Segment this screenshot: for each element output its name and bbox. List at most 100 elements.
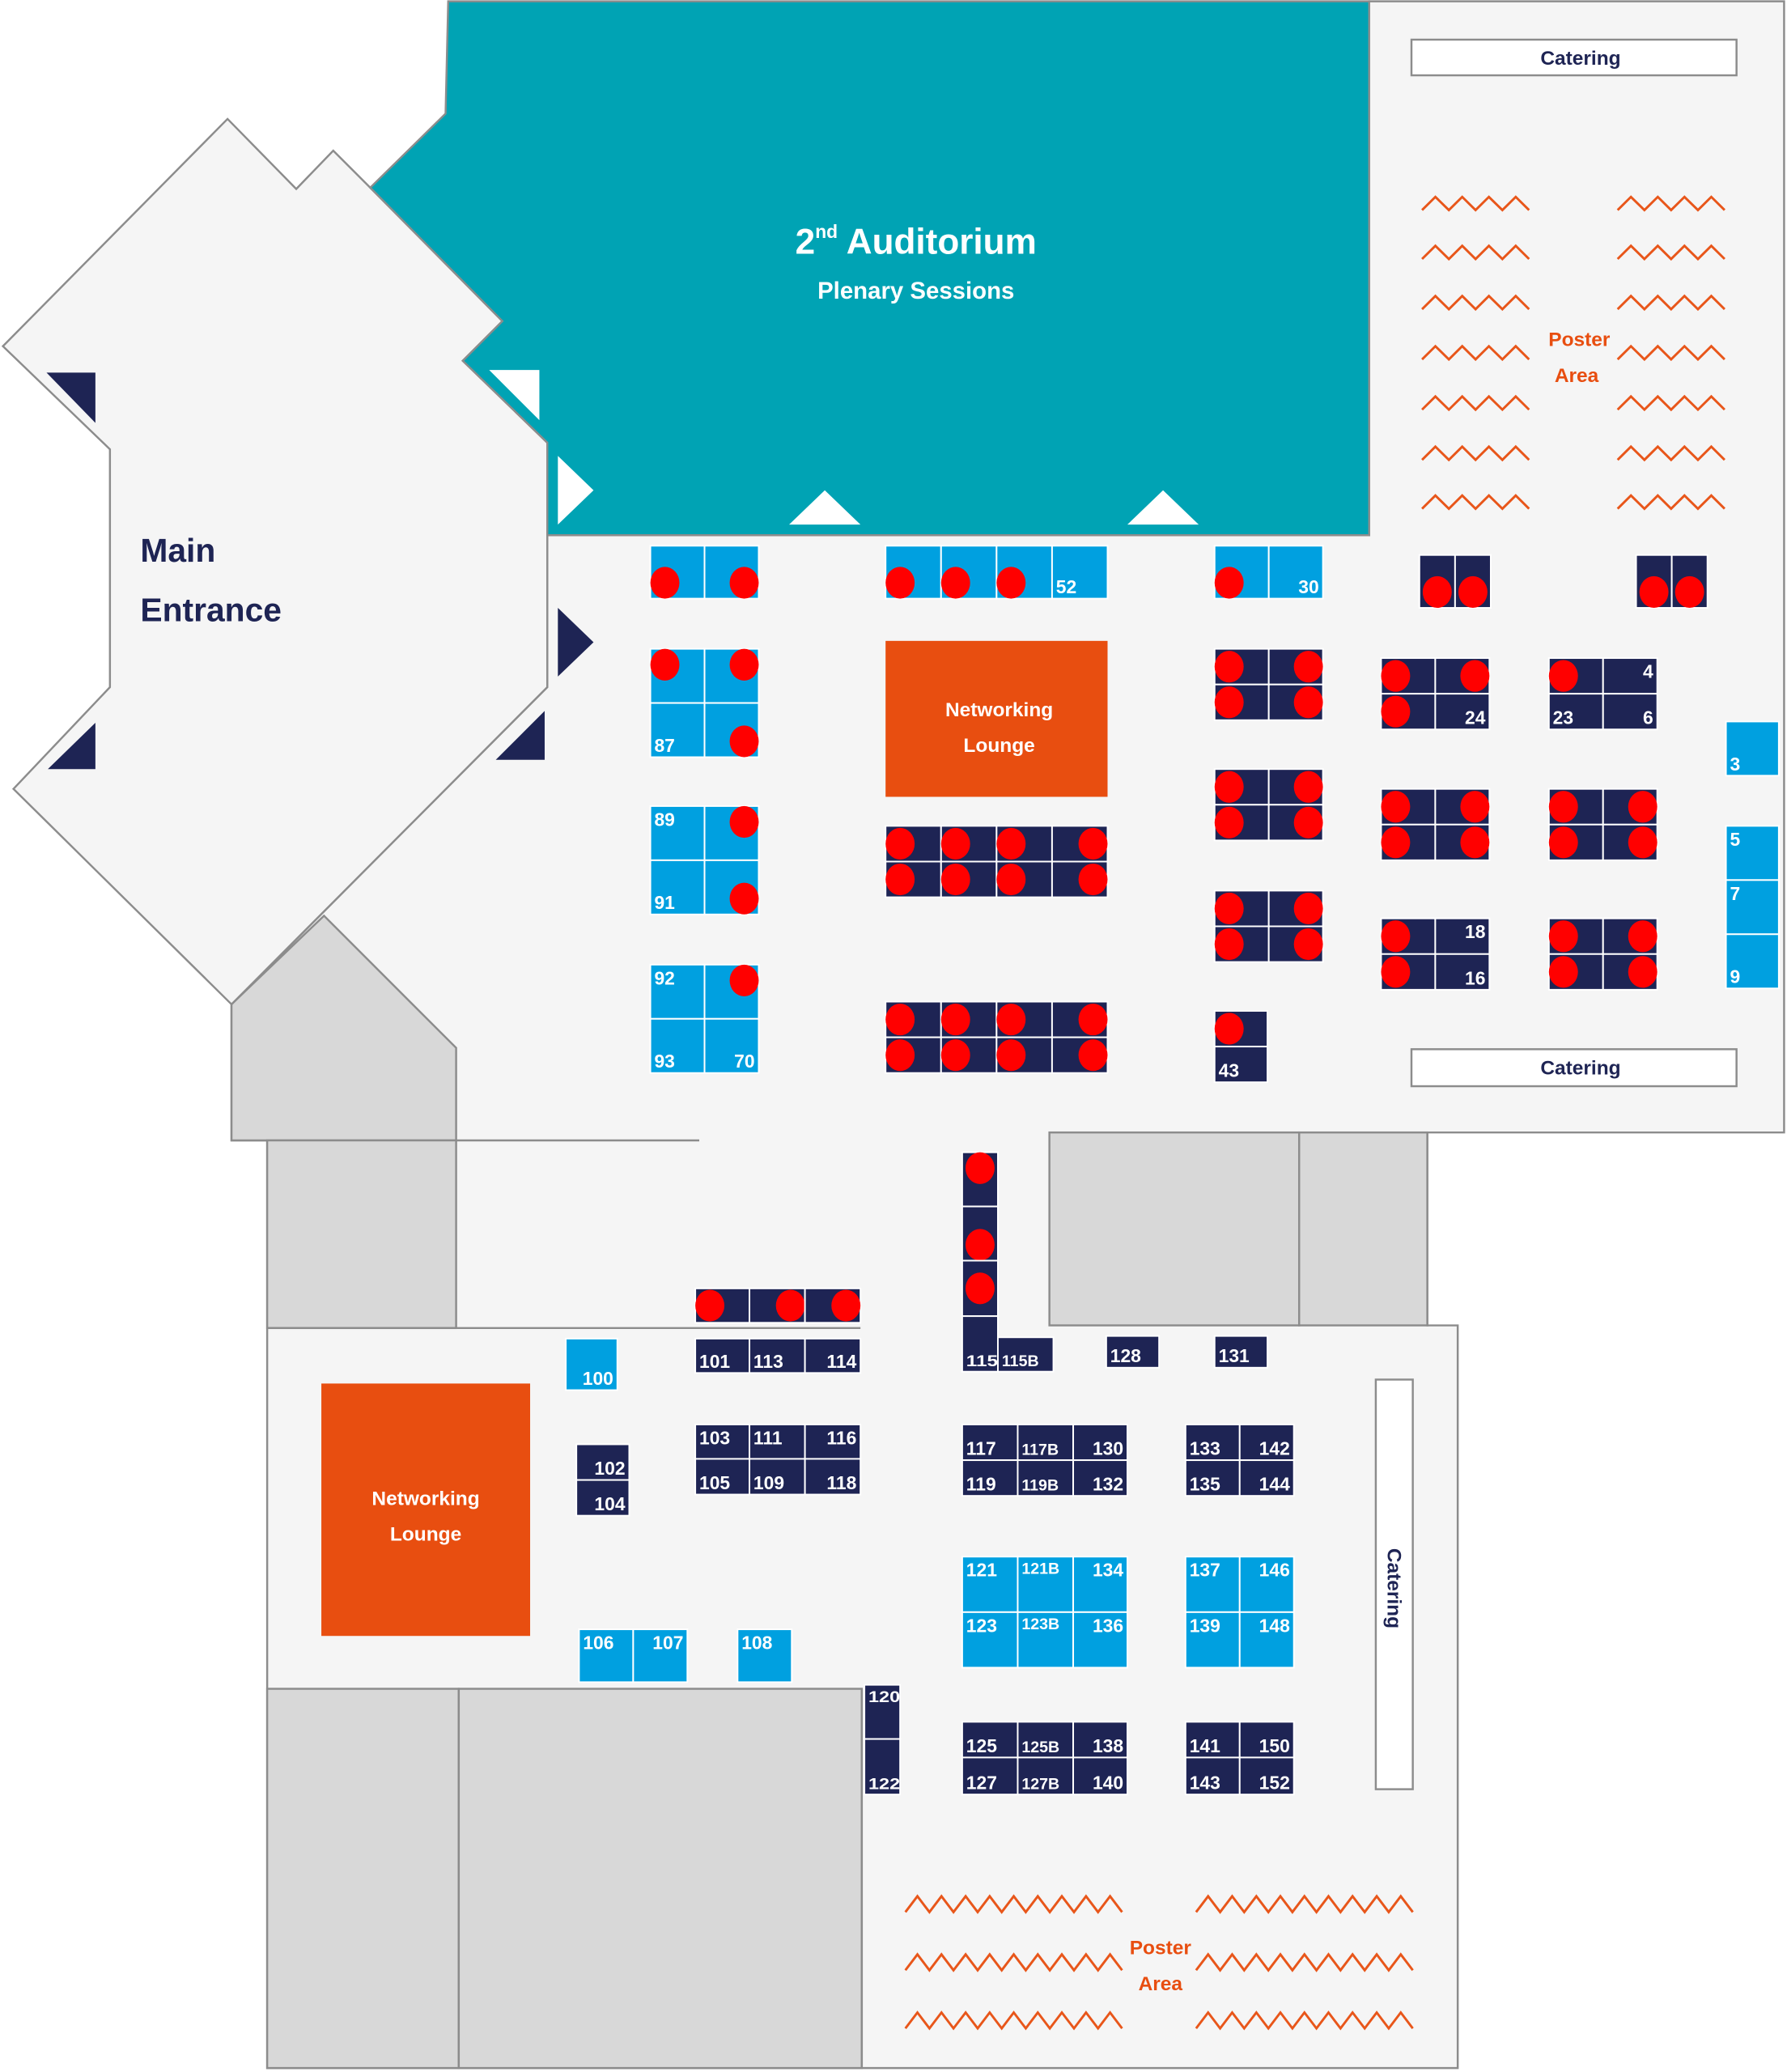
booth[interactable]: 108 bbox=[736, 1628, 793, 1684]
booth-cell[interactable] bbox=[961, 1459, 1019, 1497]
booth[interactable]: 103 bbox=[694, 1424, 751, 1460]
booth[interactable]: 114 bbox=[804, 1337, 862, 1374]
booth[interactable] bbox=[1434, 657, 1491, 695]
booth[interactable] bbox=[1418, 554, 1456, 609]
booth[interactable]: 100 bbox=[565, 1337, 618, 1391]
booth[interactable]: 111 bbox=[749, 1424, 806, 1460]
booth-cell[interactable] bbox=[632, 1628, 689, 1684]
booth-cell[interactable] bbox=[1725, 879, 1780, 936]
booth[interactable]: 105 bbox=[694, 1458, 751, 1496]
booth[interactable] bbox=[1213, 545, 1270, 600]
booth-cell[interactable] bbox=[1051, 545, 1109, 600]
booth[interactable]: 127 bbox=[961, 1756, 1019, 1796]
booth[interactable]: 133 bbox=[1184, 1424, 1241, 1462]
booth-cell[interactable] bbox=[804, 1337, 862, 1374]
booth[interactable] bbox=[1380, 917, 1437, 955]
booth[interactable] bbox=[940, 860, 998, 898]
booth[interactable] bbox=[961, 1259, 999, 1318]
booth[interactable]: 23 bbox=[1547, 693, 1604, 731]
booth[interactable]: 117 bbox=[961, 1424, 1019, 1462]
booth[interactable] bbox=[940, 1000, 998, 1038]
booth-cell[interactable] bbox=[1017, 1459, 1075, 1497]
booth[interactable] bbox=[1267, 683, 1324, 721]
booth-cell[interactable] bbox=[997, 1336, 1055, 1373]
booth[interactable] bbox=[1635, 554, 1673, 609]
booth-cell[interactable] bbox=[864, 1738, 902, 1796]
booth[interactable]: 30 bbox=[1267, 545, 1324, 600]
booth[interactable]: 141 bbox=[1184, 1721, 1241, 1759]
booth-cell[interactable] bbox=[961, 1315, 999, 1373]
booth[interactable] bbox=[1547, 953, 1604, 991]
booth[interactable] bbox=[1213, 683, 1270, 721]
booth-cell[interactable] bbox=[1017, 1756, 1075, 1796]
booth[interactable] bbox=[1213, 890, 1270, 928]
networking-lounge-top[interactable] bbox=[885, 640, 1108, 797]
booth[interactable] bbox=[1602, 823, 1658, 861]
booth-cell[interactable] bbox=[1105, 1335, 1161, 1369]
booth[interactable]: 138 bbox=[1072, 1721, 1128, 1759]
booth-cell[interactable] bbox=[1602, 657, 1658, 695]
booth-cell[interactable] bbox=[565, 1337, 618, 1391]
booth[interactable] bbox=[749, 1287, 806, 1324]
booth[interactable]: 107 bbox=[632, 1628, 689, 1684]
booth-cell[interactable] bbox=[961, 1424, 1019, 1462]
booth-cell[interactable] bbox=[649, 859, 706, 915]
booth[interactable]: 120 bbox=[864, 1684, 902, 1740]
booth[interactable] bbox=[995, 1000, 1053, 1038]
booth[interactable] bbox=[703, 648, 760, 704]
booth-cell[interactable] bbox=[1213, 1046, 1269, 1084]
booth-cell[interactable] bbox=[1267, 545, 1324, 600]
booth[interactable]: 121 bbox=[961, 1556, 1019, 1613]
booth-cell[interactable] bbox=[1238, 1424, 1295, 1462]
booth-cell[interactable] bbox=[1725, 825, 1780, 881]
booth-cell[interactable] bbox=[1434, 953, 1491, 991]
booth[interactable] bbox=[1213, 768, 1270, 806]
booth[interactable] bbox=[649, 545, 706, 600]
booth[interactable]: 104 bbox=[575, 1479, 630, 1517]
booth[interactable]: 89 bbox=[649, 805, 706, 861]
booth[interactable] bbox=[1434, 823, 1491, 861]
booth[interactable]: 116 bbox=[804, 1424, 862, 1460]
catering-side[interactable] bbox=[1374, 1378, 1414, 1790]
booth-cell[interactable] bbox=[1072, 1611, 1128, 1669]
booth-cell[interactable] bbox=[1434, 693, 1491, 731]
booth[interactable] bbox=[995, 1036, 1053, 1074]
booth[interactable] bbox=[885, 860, 942, 898]
booth-cell[interactable] bbox=[804, 1458, 862, 1496]
booth[interactable]: 137 bbox=[1184, 1556, 1241, 1613]
booth[interactable]: 140 bbox=[1072, 1756, 1128, 1796]
booth[interactable] bbox=[1267, 890, 1324, 928]
booth[interactable] bbox=[1213, 1010, 1269, 1048]
booth[interactable] bbox=[649, 648, 706, 704]
main-entrance-area[interactable] bbox=[1, 117, 549, 1006]
booth[interactable]: 18 bbox=[1434, 917, 1491, 955]
booth[interactable] bbox=[1380, 953, 1437, 991]
booth[interactable] bbox=[995, 545, 1053, 600]
booth[interactable]: 115B bbox=[997, 1336, 1055, 1373]
booth[interactable]: 139 bbox=[1184, 1611, 1241, 1669]
booth-cell[interactable] bbox=[1184, 1756, 1241, 1796]
booth[interactable]: 125B bbox=[1017, 1721, 1075, 1759]
booth[interactable]: 128 bbox=[1105, 1335, 1161, 1369]
booth[interactable] bbox=[1670, 554, 1708, 609]
booth[interactable]: 109 bbox=[749, 1458, 806, 1496]
booth[interactable]: 5 bbox=[1725, 825, 1780, 881]
booth[interactable]: 146 bbox=[1238, 1556, 1295, 1613]
booth-cell[interactable] bbox=[736, 1628, 793, 1684]
booth[interactable]: 92 bbox=[649, 963, 706, 1020]
booth-cell[interactable] bbox=[1184, 1611, 1241, 1669]
booth[interactable] bbox=[1380, 693, 1437, 731]
booth-cell[interactable] bbox=[1017, 1424, 1075, 1462]
booth[interactable]: 117B bbox=[1017, 1424, 1075, 1462]
booth[interactable] bbox=[703, 859, 760, 915]
booth-cell[interactable] bbox=[1072, 1424, 1128, 1462]
booth-cell[interactable] bbox=[649, 702, 706, 758]
booth[interactable] bbox=[940, 545, 998, 600]
booth[interactable]: 144 bbox=[1238, 1459, 1295, 1497]
booth[interactable] bbox=[1267, 925, 1324, 963]
booth-cell[interactable] bbox=[649, 1017, 706, 1074]
booth-cell[interactable] bbox=[1072, 1756, 1128, 1796]
booth[interactable]: 91 bbox=[649, 859, 706, 915]
booth[interactable]: 131 bbox=[1213, 1335, 1269, 1369]
booth[interactable]: 148 bbox=[1238, 1611, 1295, 1669]
